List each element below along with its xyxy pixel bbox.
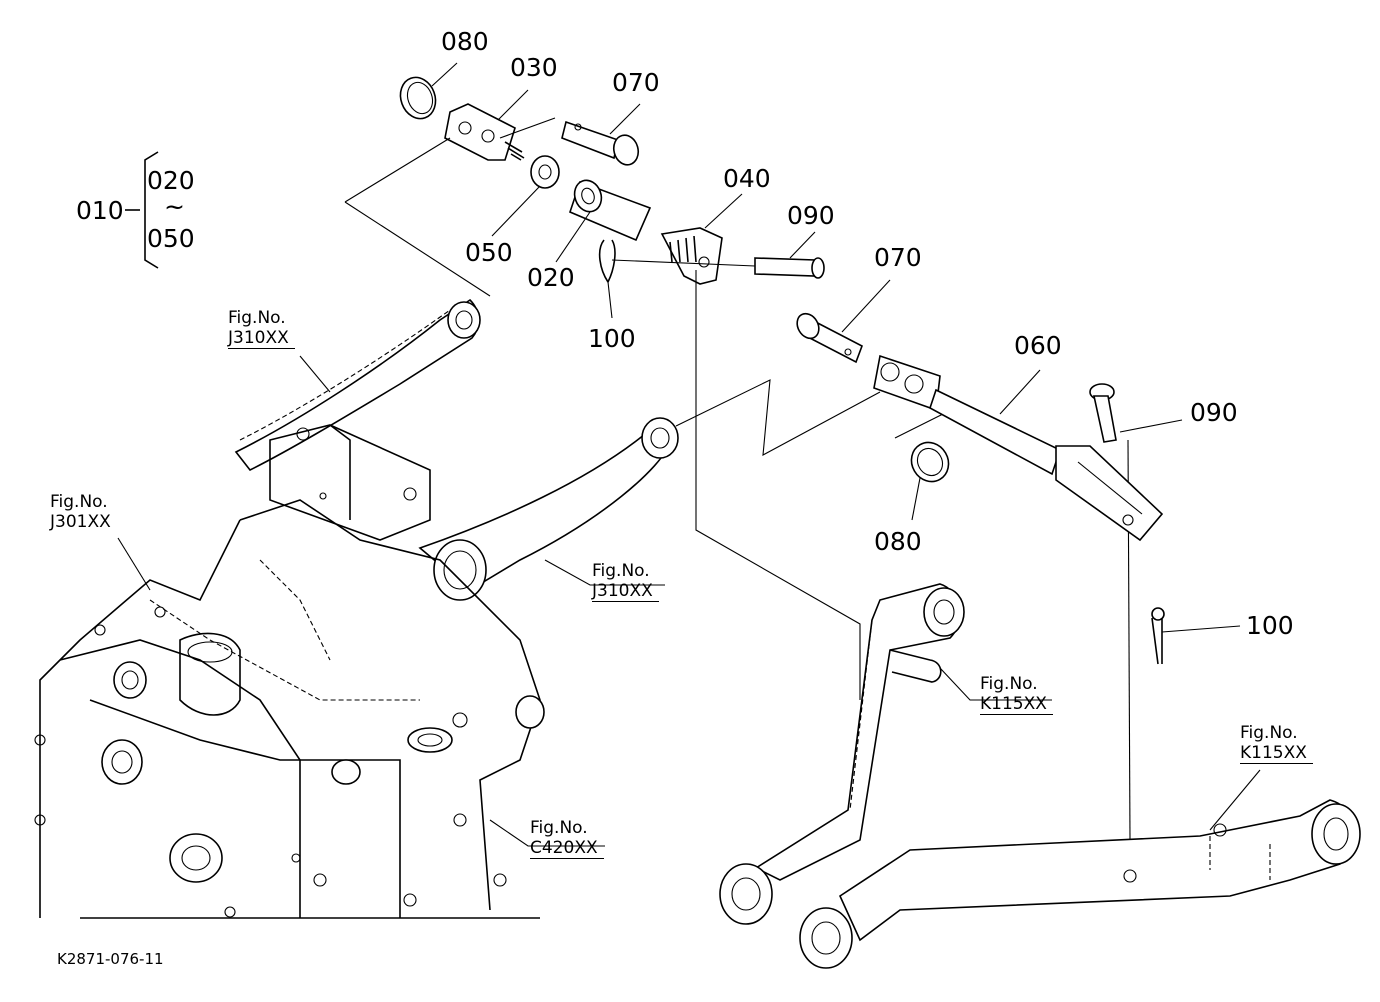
fig-ref-code: J301XX: [50, 512, 111, 532]
part-090-pin-mid: [754, 231, 825, 279]
label-060: 060: [1014, 331, 1062, 360]
fig-ref-code: C420XX: [530, 838, 604, 859]
label-070-top: 070: [612, 68, 660, 97]
label-100-right: 100: [1246, 611, 1294, 640]
label-080-mid: 080: [874, 527, 922, 556]
label-080-top: 080: [441, 27, 489, 56]
fig-ref-j310xx-lower: Fig.No. J310XX: [592, 561, 659, 602]
label-020: 020: [527, 263, 575, 292]
part-090-pin-right: [1089, 383, 1183, 443]
part-070-pin-top: [561, 103, 641, 166]
fig-ref-code: K115XX: [980, 694, 1053, 715]
fig-ref-code: K115XX: [1240, 743, 1313, 764]
fig-ref-code: J310XX: [592, 581, 659, 602]
label-050: 050: [465, 238, 513, 267]
label-tilde: ~: [164, 192, 185, 221]
fig-ref-prefix: Fig.No.: [50, 492, 108, 512]
part-070-pin-mid: [796, 279, 891, 364]
lower-link-upper: [719, 583, 965, 925]
reference-leaders: [117, 355, 1261, 847]
fig-ref-prefix: Fig.No.: [228, 308, 286, 328]
fig-ref-prefix: Fig.No.: [530, 818, 588, 838]
transmission-housing: [34, 424, 545, 919]
part-100-cotter-pin-right: [1151, 607, 1241, 665]
part-030-block: [444, 89, 529, 161]
part-050-washer: [491, 155, 560, 237]
fig-ref-prefix: Fig.No.: [592, 561, 650, 581]
part-020-sleeve: [555, 179, 652, 263]
part-060-rod: [873, 354, 1164, 542]
label-010: 010: [76, 196, 124, 225]
assembly-bracket: [125, 151, 159, 269]
fig-ref-k115xx-right: Fig.No. K115XX: [1240, 723, 1313, 764]
part-080-ring-top: [399, 62, 458, 120]
lower-link-lower: [799, 799, 1361, 969]
alignment-lines: [344, 117, 1131, 841]
fig-ref-j301xx: Fig.No. J301XX: [50, 492, 117, 532]
fig-ref-prefix: Fig.No.: [980, 674, 1038, 694]
fig-ref-prefix: Fig.No.: [1240, 723, 1298, 743]
label-090-mid: 090: [787, 201, 835, 230]
part-100-cotter-pin-left: [598, 239, 616, 319]
part-080-ring-mid: [910, 441, 950, 521]
part-040-clevis: [660, 193, 743, 285]
label-090-right: 090: [1190, 398, 1238, 427]
fig-ref-code: J310XX: [228, 328, 295, 349]
label-020-group: 020: [147, 166, 195, 195]
label-100-left: 100: [588, 324, 636, 353]
label-070-mid: 070: [874, 243, 922, 272]
fig-ref-j310xx-upper: Fig.No. J310XX: [228, 308, 295, 349]
drawing-number: K2871-076-11: [57, 950, 164, 968]
lift-arm-lower: [418, 417, 679, 601]
label-030: 030: [510, 53, 558, 82]
label-040: 040: [723, 164, 771, 193]
fig-ref-k115xx-mid: Fig.No. K115XX: [980, 674, 1053, 715]
label-050-group: 050: [147, 224, 195, 253]
fig-ref-c420xx: Fig.No. C420XX: [530, 818, 604, 859]
